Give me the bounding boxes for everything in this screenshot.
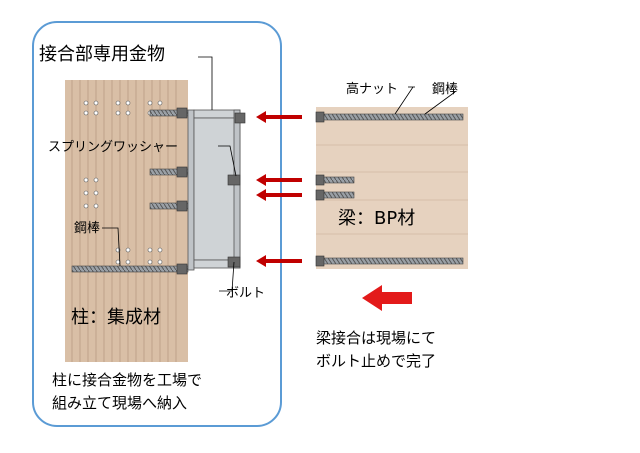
beam-note-line2: ボルト止めで完了 <box>316 352 436 370</box>
column-note-line1: 柱に接合金物を工場で <box>52 371 202 389</box>
beam-steel-rods <box>317 113 464 265</box>
column-bolt-holes <box>83 100 163 265</box>
arrow-left-icon <box>256 174 302 186</box>
hardware-title-label: 接合部専用金物 <box>39 44 165 65</box>
spring-washer-label: スプリングワッシャー <box>48 140 178 155</box>
beam-bp <box>315 107 468 269</box>
column-label: 柱：集成材 <box>71 307 161 328</box>
steel-rod-left-label: 鋼棒 <box>74 221 100 236</box>
column-glulam <box>65 80 189 362</box>
steel-rod-right-label: 鋼棒 <box>432 82 458 97</box>
arrow-left-icon <box>256 111 302 123</box>
beam-note-line1: 梁接合は現場にて <box>316 329 436 347</box>
joint-hardware <box>176 107 246 275</box>
high-nut-label: 高ナット <box>346 81 398 97</box>
bolt-label: ボルト <box>226 286 265 301</box>
column-note-line2: 組み立て現場へ納入 <box>52 394 187 412</box>
leader-lines <box>102 56 456 292</box>
assembly-arrows <box>256 111 302 267</box>
column-grain <box>71 80 177 362</box>
arrow-left-icon <box>256 189 302 201</box>
arrow-left-icon <box>256 255 302 267</box>
big-arrow-left-icon <box>362 285 412 311</box>
beam-label: 梁：BP材 <box>338 208 415 229</box>
